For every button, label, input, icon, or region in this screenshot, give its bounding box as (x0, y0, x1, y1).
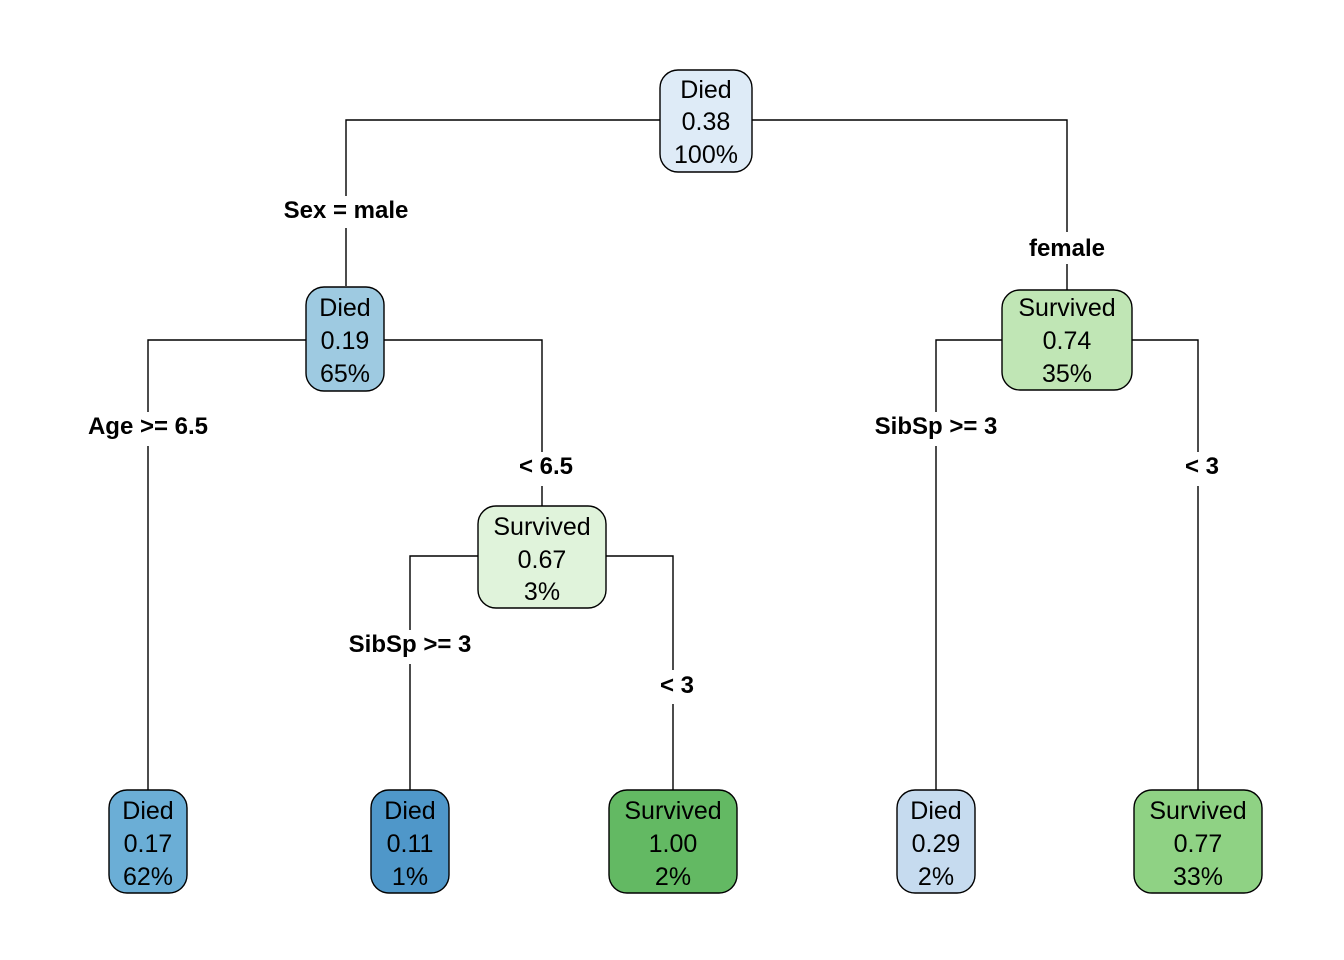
split-label-female-sibsp-low: < 3 (1185, 453, 1219, 480)
node-box (659, 69, 753, 173)
split-label-female: female (1029, 235, 1105, 262)
tree-leaf-adult-male: Died 0.17 62% (108, 789, 188, 894)
split-label-age-high: Age >= 6.5 (88, 413, 208, 440)
edge-male-young (384, 339, 543, 452)
tree-node-young-male: Survived 0.67 3% (477, 505, 607, 609)
split-labels: Sex = male female Age >= 6.5 < 6.5 SibSp… (88, 197, 1219, 699)
node-box (1133, 789, 1263, 894)
node-box (1001, 289, 1133, 391)
node-probability: 0.29 (912, 830, 961, 858)
node-percentage: 1% (392, 863, 428, 891)
node-box (477, 505, 607, 609)
tree-node-root: Died 0.38 100% (659, 69, 753, 173)
node-percentage: 33% (1173, 863, 1223, 891)
split-label-female-sibsp-high: SibSp >= 3 (875, 413, 998, 440)
tree-leaf-female-sibsp-high: Died 0.29 2% (896, 789, 976, 894)
edge-root-female (752, 119, 1068, 232)
node-probability: 0.67 (518, 546, 567, 574)
tree-node-female: Survived 0.74 35% (1001, 289, 1133, 391)
split-label-young-sibsp-low: < 3 (660, 672, 694, 699)
edge-root-male (345, 119, 660, 196)
edge-female-sibsp-high (935, 339, 1002, 412)
node-percentage: 35% (1042, 360, 1092, 388)
node-percentage: 2% (918, 863, 954, 891)
node-percentage: 100% (674, 141, 738, 169)
node-class-label: Died (680, 76, 731, 104)
node-probability: 0.17 (124, 830, 173, 858)
node-box (608, 789, 738, 894)
node-class-label: Survived (624, 797, 721, 825)
tree-leaf-young-male-sibsp-high: Died 0.11 1% (370, 789, 450, 894)
node-probability: 0.38 (682, 108, 731, 136)
node-class-label: Survived (493, 513, 590, 541)
node-class-label: Survived (1018, 294, 1115, 322)
edge-young-sibsp-low (606, 555, 674, 670)
split-label-age-low: < 6.5 (519, 453, 573, 480)
node-class-label: Died (122, 797, 173, 825)
node-probability: 0.74 (1043, 327, 1092, 355)
node-box (305, 286, 385, 392)
node-probability: 0.11 (387, 830, 434, 858)
split-label-sex-male: Sex = male (284, 197, 409, 224)
tree-node-male: Died 0.19 65% (305, 286, 385, 392)
node-percentage: 62% (123, 863, 173, 891)
node-probability: 0.19 (321, 327, 370, 355)
node-probability: 1.00 (649, 830, 698, 858)
tree-leaf-female-sibsp-low: Survived 0.77 33% (1133, 789, 1263, 894)
edge-female-sibsp-low (1132, 339, 1199, 452)
node-percentage: 65% (320, 360, 370, 388)
tree-edges (147, 119, 1199, 790)
node-class-label: Died (319, 294, 370, 322)
node-box (896, 789, 976, 894)
node-percentage: 2% (655, 863, 691, 891)
node-probability: 0.77 (1174, 830, 1223, 858)
node-box (370, 789, 450, 894)
node-box (108, 789, 188, 894)
edge-young-sibsp-high (409, 555, 478, 630)
edge-male-adult (147, 339, 306, 412)
node-percentage: 3% (524, 578, 560, 606)
node-class-label: Died (384, 797, 435, 825)
split-label-young-sibsp-high: SibSp >= 3 (349, 631, 472, 658)
node-class-label: Died (910, 797, 961, 825)
node-class-label: Survived (1149, 797, 1246, 825)
tree-leaf-young-male-sibsp-low: Survived 1.00 2% (608, 789, 738, 894)
